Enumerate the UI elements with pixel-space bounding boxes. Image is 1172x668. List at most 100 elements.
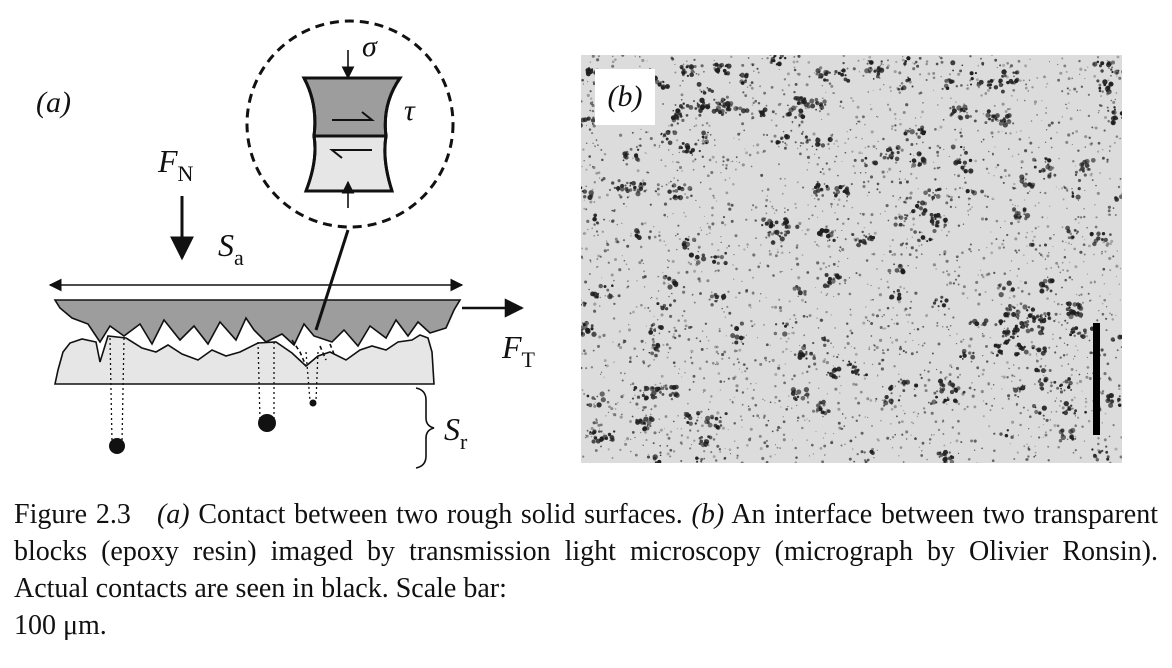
- micrograph-contact-spot: [838, 282, 841, 285]
- micrograph-contact-spot: [1095, 458, 1099, 462]
- micrograph-speckle: [960, 441, 963, 444]
- micrograph-speckle: [646, 152, 648, 154]
- micrograph-speckle: [991, 136, 994, 138]
- micrograph-speckle: [822, 262, 825, 265]
- micrograph-speckle: [982, 275, 985, 279]
- micrograph-contact-spot: [591, 431, 596, 435]
- micrograph-speckle: [699, 206, 701, 208]
- micrograph-speckle: [649, 203, 652, 206]
- micrograph-contact-spot: [956, 386, 961, 391]
- micrograph-speckle: [879, 338, 883, 342]
- micrograph-speckle: [752, 253, 756, 257]
- micrograph-speckle: [830, 206, 833, 208]
- micrograph-speckle: [1027, 447, 1030, 450]
- micrograph-speckle: [1015, 131, 1017, 133]
- micrograph-contact-spot: [702, 91, 707, 95]
- micrograph-speckle: [752, 144, 755, 147]
- micrograph-speckle: [765, 297, 767, 299]
- micrograph-contact-spot: [936, 396, 939, 398]
- micrograph-speckle: [1054, 400, 1057, 402]
- micrograph-speckle: [702, 89, 705, 92]
- micrograph-speckle: [739, 368, 741, 370]
- micrograph-speckle: [945, 201, 949, 205]
- micrograph-speckle: [683, 310, 686, 313]
- micrograph-speckle: [605, 364, 607, 366]
- micrograph-speckle: [859, 172, 862, 174]
- micrograph-speckle: [696, 429, 700, 433]
- micrograph-speckle: [682, 285, 686, 289]
- micrograph-speckle: [968, 247, 971, 251]
- micrograph-speckle: [644, 152, 646, 154]
- micrograph-speckle: [901, 420, 904, 423]
- micrograph-speckle: [821, 168, 824, 170]
- micrograph-speckle: [736, 349, 739, 352]
- micrograph-speckle: [617, 179, 621, 183]
- micrograph-speckle: [756, 67, 759, 70]
- micrograph-contact-spot: [807, 102, 811, 105]
- micrograph-speckle: [590, 426, 594, 431]
- micrograph-contact-spot: [812, 356, 816, 360]
- micrograph-contact-spot: [943, 461, 946, 463]
- micrograph-speckle: [980, 390, 984, 394]
- micrograph-contact-spot: [980, 189, 984, 194]
- micrograph-contact-spot: [1031, 314, 1036, 320]
- micrograph-contact-spot: [1110, 116, 1116, 121]
- micrograph-contact-spot: [848, 360, 851, 363]
- micrograph-contact-spot: [786, 224, 792, 230]
- micrograph-speckle: [1058, 157, 1060, 160]
- micrograph-speckle: [897, 199, 900, 201]
- micrograph-contact-spot: [827, 371, 830, 374]
- micrograph-speckle: [957, 72, 961, 76]
- micrograph-contact-spot: [936, 224, 940, 228]
- micrograph-contact-spot: [949, 390, 955, 395]
- micrograph-speckle: [1108, 376, 1111, 378]
- micrograph-speckle: [684, 215, 687, 218]
- micrograph-contact-spot: [606, 288, 610, 292]
- micrograph-contact-spot: [706, 87, 709, 89]
- micrograph-speckle: [820, 291, 822, 293]
- micrograph-speckle: [959, 158, 962, 161]
- micrograph-speckle: [788, 332, 790, 335]
- micrograph-contact-spot: [1100, 238, 1104, 241]
- micrograph-speckle: [842, 106, 845, 109]
- micrograph-speckle: [1065, 241, 1067, 244]
- micrograph-speckle: [1008, 297, 1011, 299]
- micrograph-speckle: [733, 349, 737, 353]
- micrograph-speckle: [1089, 173, 1093, 177]
- micrograph-speckle: [1026, 262, 1028, 264]
- micrograph-contact-spot: [642, 348, 645, 351]
- micrograph-speckle: [951, 408, 954, 411]
- micrograph-speckle: [613, 279, 615, 282]
- micrograph-speckle: [757, 265, 761, 269]
- micrograph-contact-spot: [832, 191, 836, 195]
- micrograph-contact-spot: [667, 140, 673, 146]
- micrograph-contact-spot: [611, 181, 615, 185]
- micrograph-contact-spot: [1011, 305, 1014, 308]
- micrograph-speckle: [1071, 407, 1074, 410]
- micrograph-speckle: [794, 461, 798, 463]
- micrograph-contact-spot: [672, 130, 678, 136]
- micrograph-contact-spot: [810, 103, 816, 109]
- micrograph-speckle: [961, 187, 964, 189]
- micrograph-speckle: [688, 236, 690, 238]
- micrograph-speckle: [738, 245, 740, 247]
- micrograph-speckle: [913, 154, 915, 156]
- micrograph-speckle: [744, 289, 749, 293]
- micrograph-speckle: [858, 151, 862, 155]
- micrograph-contact-spot: [1112, 339, 1115, 342]
- micrograph-speckle: [757, 71, 760, 74]
- micrograph-contact-spot: [1024, 212, 1031, 219]
- micrograph-speckle: [862, 321, 866, 325]
- micrograph-contact-spot: [597, 292, 600, 295]
- micrograph-speckle: [887, 324, 890, 328]
- micrograph-contact-spot: [619, 183, 625, 189]
- micrograph-speckle: [1109, 177, 1111, 180]
- micrograph-speckle: [839, 105, 842, 108]
- micrograph-contact-spot: [588, 190, 594, 196]
- micrograph-contact-spot: [582, 117, 588, 123]
- micrograph-speckle: [795, 456, 798, 459]
- micrograph-contact-spot: [1110, 60, 1116, 65]
- micrograph-speckle: [987, 383, 990, 386]
- micrograph-speckle: [968, 386, 972, 390]
- micrograph-contact-spot: [738, 335, 744, 341]
